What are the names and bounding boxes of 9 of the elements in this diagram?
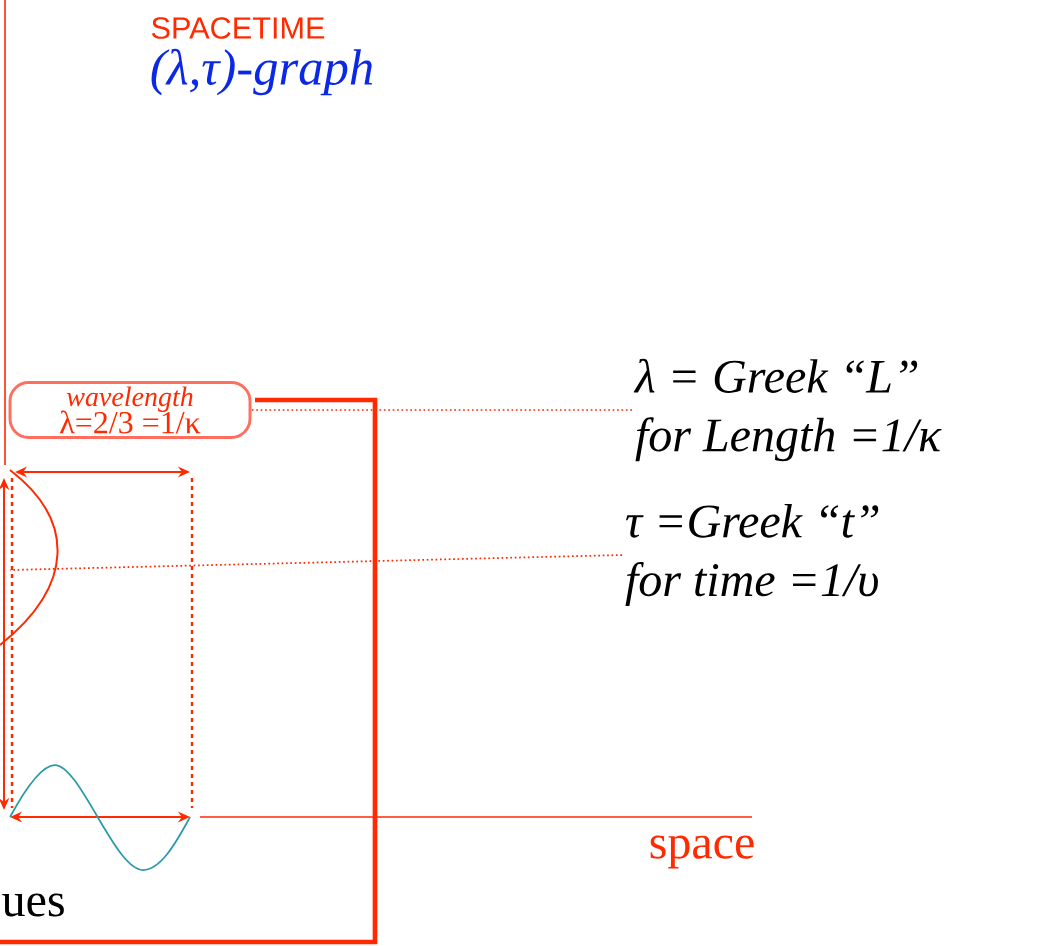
axis-label: space [650,835,754,869]
graph-title: (λ,τ)-graph [151,48,373,96]
heading-label: SPACETIME [151,17,325,39]
definition-text: λ = Greek “L” for Length =1/κ [633,358,942,462]
label-box: wavelength λ=2/3 =1/κ [8,381,252,439]
definition-text: τ =Greek “t” for time =1/υ [625,503,879,607]
leader-line [9,554,623,571]
leader-line [250,409,633,411]
axis-label: ues [2,893,64,917]
